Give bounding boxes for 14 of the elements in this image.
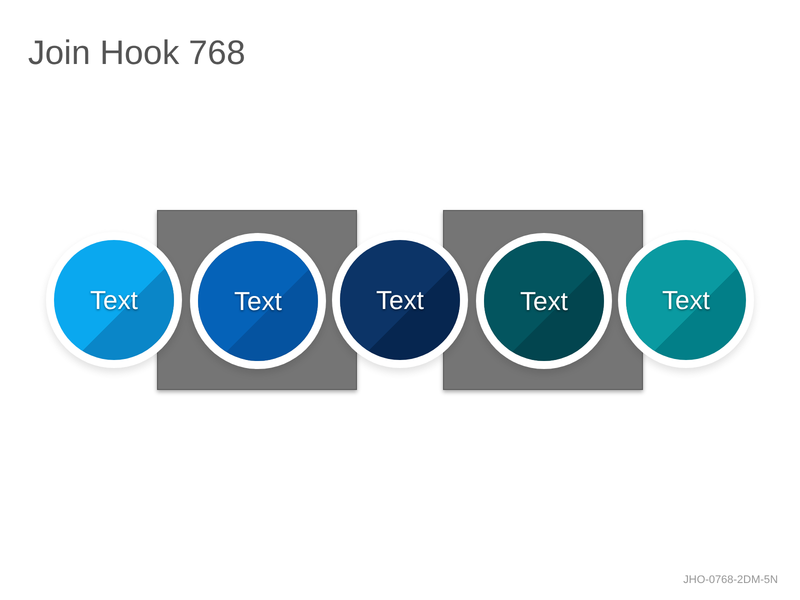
connector-panel (157, 210, 357, 390)
title: Join Hook 768 (28, 34, 246, 73)
circle-label: Text (234, 286, 282, 316)
circle-label: Text (90, 284, 138, 316)
circle-label: Text (520, 286, 568, 316)
step-circle (340, 240, 460, 360)
step-circle (626, 240, 746, 360)
step-circle (198, 241, 318, 361)
step-circle (54, 240, 174, 360)
circle-label: Text (662, 284, 710, 316)
footer-code: JHO-0768-2DM-5N (683, 574, 778, 586)
step-circle (484, 241, 604, 361)
connector-panel (443, 210, 643, 390)
circle-label: Text (376, 284, 424, 316)
